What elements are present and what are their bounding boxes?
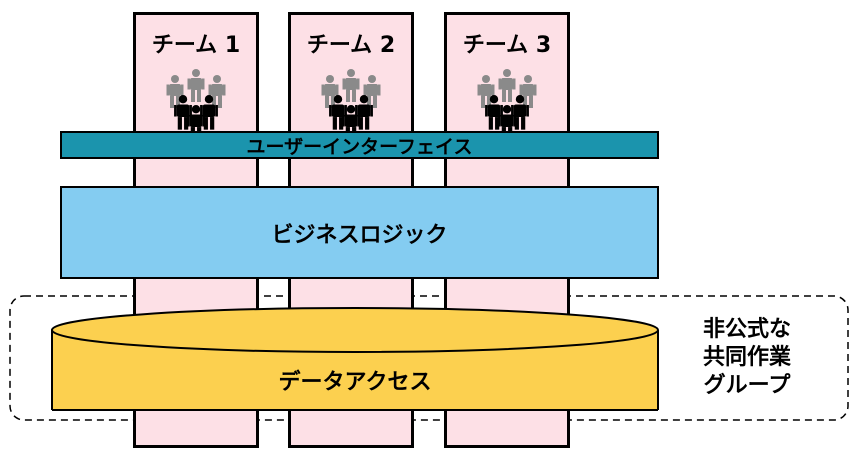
person-front-icon [200,95,218,130]
team-title: チーム 3 [462,33,552,58]
person-front-icon [485,95,503,130]
team-people-icon [163,69,229,141]
person-front-icon [511,95,529,130]
person-back-icon [208,75,226,108]
person-back-icon [498,69,516,102]
people-group-svg [477,69,537,140]
person-back-icon [166,75,184,108]
business-logic-layer: ビジネスロジック [60,186,659,279]
team-people-icon [474,69,540,141]
informal-group-line-2: 共同作業 [702,345,791,370]
informal-group-line-3: グループ [703,373,791,398]
person-back-icon [519,75,537,108]
person-front-icon [174,95,192,130]
person-back-icon [321,75,339,108]
person-back-icon [477,75,495,108]
person-back-icon [342,69,360,102]
person-back-icon [187,69,205,102]
team-title: チーム 1 [151,33,241,58]
informal-group-label: 非公式な 共同作業 グループ [672,316,822,400]
person-front-icon [329,95,347,130]
people-group-svg [166,69,226,140]
person-front-icon [355,95,373,130]
team-title: チーム 2 [306,33,396,58]
informal-group-line-1: 非公式な [702,317,791,342]
ui-layer: ユーザーインターフェイス [60,131,659,159]
data-access-label: データアクセス [278,370,432,395]
person-back-icon [363,75,381,108]
